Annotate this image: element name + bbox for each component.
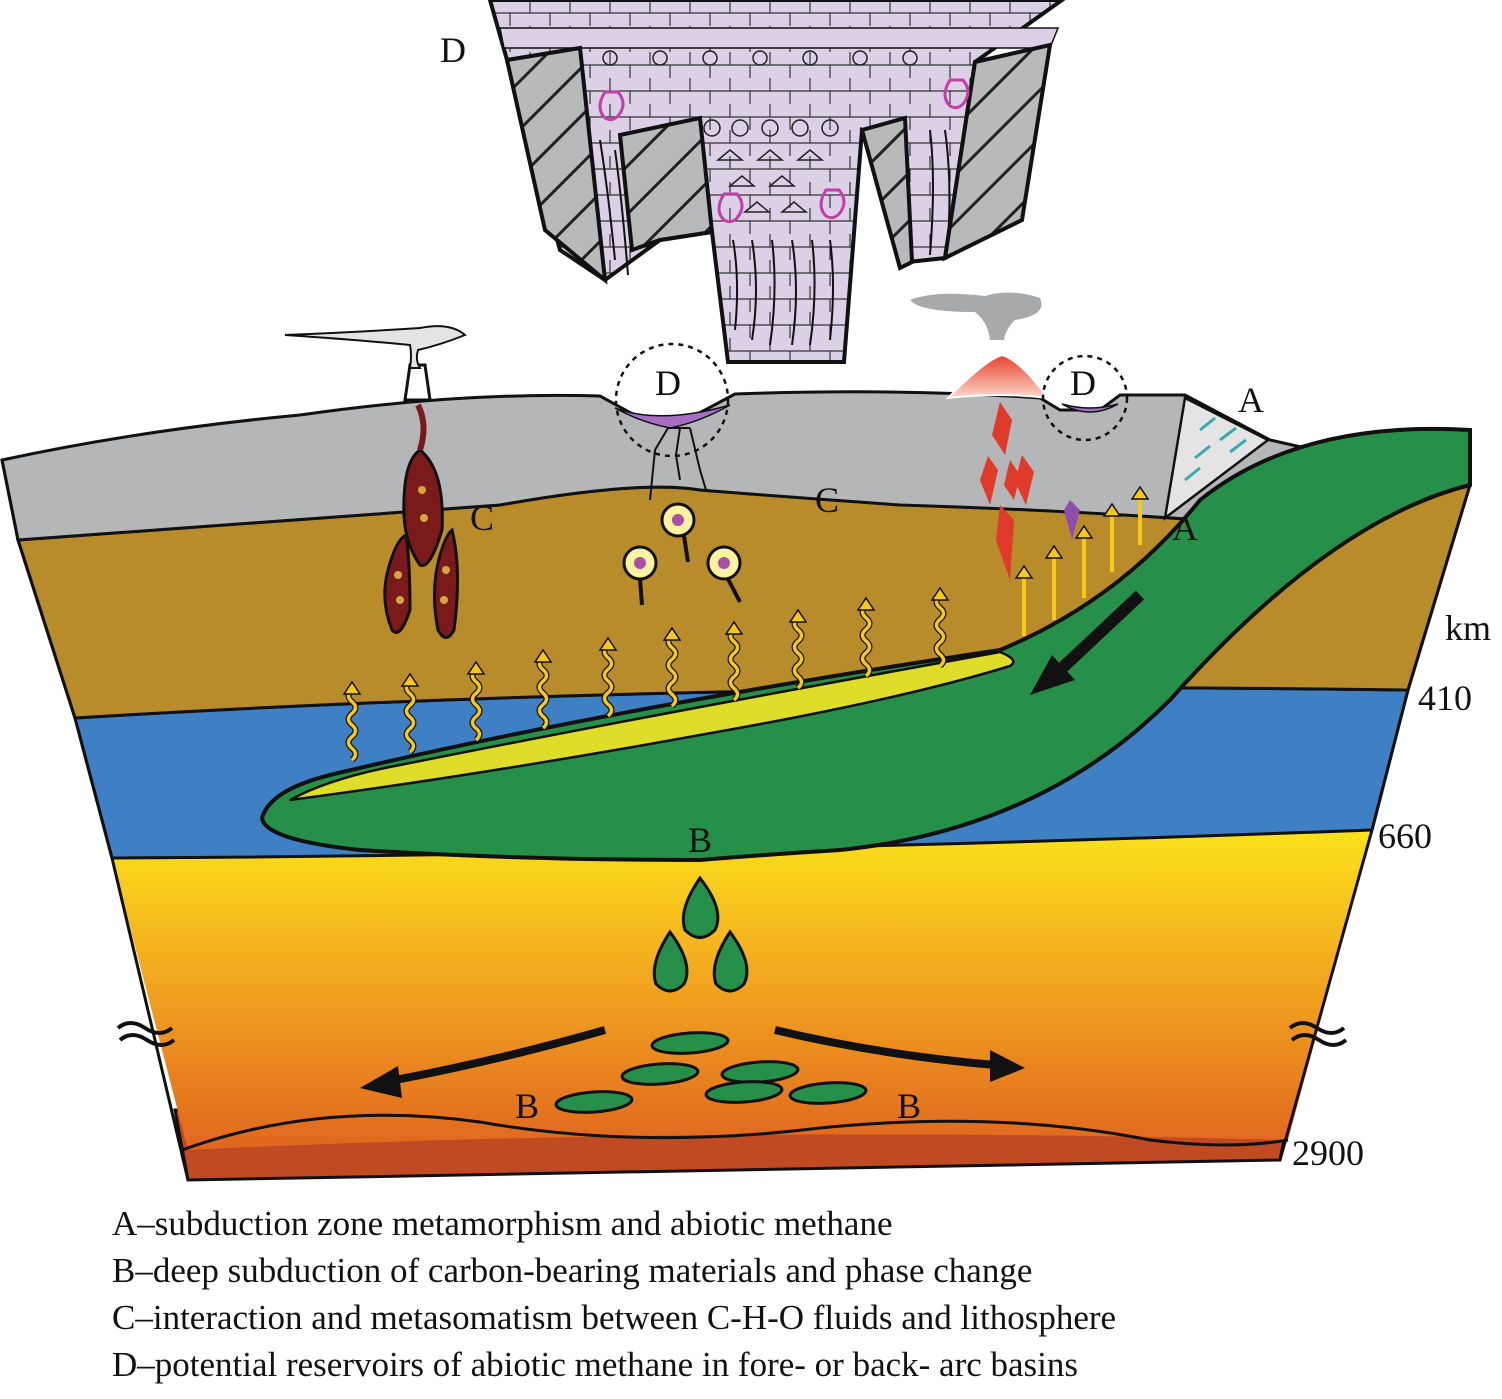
diagram-labels: D D D A A C C B B B km 410 660 2900 bbox=[440, 30, 1491, 1173]
label-a-top: A bbox=[1238, 380, 1264, 420]
label-c-left: C bbox=[470, 498, 494, 538]
dehydration-arrow-head bbox=[1074, 524, 1094, 539]
fault-block-3 bbox=[859, 115, 915, 271]
fluid-arrow-head bbox=[533, 648, 553, 663]
fluid-arrow bbox=[470, 668, 482, 742]
break-marks bbox=[116, 1021, 1348, 1047]
label-b-left: B bbox=[515, 1086, 539, 1126]
depth-tick-410: 410 bbox=[1418, 678, 1472, 718]
small-purple-pod bbox=[1064, 500, 1080, 540]
dehydration-arrow-head bbox=[1102, 502, 1122, 517]
slab-dehydration-arrows bbox=[1014, 485, 1150, 636]
fluid-arrow-head bbox=[856, 596, 876, 611]
legend-item-d: D–potential reservoirs of abiotic methan… bbox=[112, 1345, 1079, 1384]
accretionary-wedge bbox=[1163, 396, 1271, 521]
legend-item-b: B–deep subduction of carbon-bearing mate… bbox=[112, 1251, 1033, 1290]
fluid-arrow-head bbox=[724, 620, 744, 635]
d-circle-right bbox=[1041, 354, 1129, 442]
lateral-spread-arrows bbox=[394, 1026, 996, 1084]
fluid-arrow bbox=[666, 634, 678, 708]
depth-tick-660: 660 bbox=[1378, 816, 1432, 856]
label-d-right: D bbox=[1070, 363, 1096, 403]
fluid-arrow-head bbox=[930, 586, 950, 601]
fault-block-4 bbox=[942, 42, 1053, 262]
xenolith-inclusions bbox=[394, 486, 450, 604]
label-a-side: A bbox=[1172, 508, 1198, 548]
fluid-arrow bbox=[404, 680, 416, 754]
carbon-lenses bbox=[554, 1031, 868, 1114]
slab-motion-arrow bbox=[1030, 590, 1145, 695]
depth-unit: km bbox=[1445, 608, 1491, 648]
fluid-arrow bbox=[537, 656, 549, 730]
fluid-arrow-head bbox=[466, 660, 486, 675]
slab-yellow-layer bbox=[289, 650, 1015, 802]
legend: A–subduction zone metamorphism and abiot… bbox=[112, 1200, 1492, 1388]
label-b-right: B bbox=[897, 1086, 921, 1126]
cross-section bbox=[0, 292, 1473, 1182]
fluid-arrow bbox=[602, 644, 614, 718]
fluid-arrow-head bbox=[342, 680, 362, 695]
methane-bubbles bbox=[622, 502, 742, 606]
carbon-droplets bbox=[652, 875, 749, 993]
fluid-arrow-head bbox=[400, 672, 420, 687]
label-c-mid: C bbox=[815, 480, 839, 520]
fluid-arrow bbox=[346, 688, 358, 762]
fluid-arrow bbox=[728, 628, 740, 702]
fluid-arrow-head bbox=[788, 608, 808, 623]
sediment-symbols bbox=[602, 50, 918, 213]
basin-inset bbox=[487, 0, 1066, 364]
magma-pods bbox=[980, 402, 1034, 580]
label-d-left: D bbox=[655, 363, 681, 403]
label-d-inset: D bbox=[440, 30, 466, 70]
mantle-xenoliths bbox=[383, 448, 460, 639]
volcano-icon bbox=[910, 292, 1051, 400]
fluid-arrow-head bbox=[598, 636, 618, 651]
core-mantle-boundary-line bbox=[181, 1113, 1289, 1152]
fault-block-1 bbox=[504, 45, 608, 285]
dehydration-arrow-head bbox=[1014, 564, 1034, 579]
fault-block-2 bbox=[617, 115, 715, 253]
fluid-arrows-color bbox=[342, 586, 950, 763]
dehydration-arrow-head bbox=[1044, 544, 1064, 559]
dehydration-arrow-head bbox=[1130, 485, 1150, 500]
methane-seeps bbox=[598, 78, 970, 224]
drilling-rig-icon bbox=[284, 325, 467, 402]
d-circle-left bbox=[614, 342, 730, 458]
wedge-fracture-marks bbox=[1184, 416, 1247, 482]
legend-item-c: C–interaction and metasomatism between C… bbox=[112, 1298, 1117, 1337]
back-arc-basin-right bbox=[1061, 403, 1119, 413]
fluid-arrow-head bbox=[662, 626, 682, 641]
depth-tick-2900: 2900 bbox=[1292, 1133, 1364, 1173]
fluid-arrow bbox=[792, 616, 804, 690]
legend-item-a: A–subduction zone metamorphism and abiot… bbox=[112, 1204, 893, 1243]
fluid-arrow bbox=[934, 594, 946, 668]
fluid-arrow bbox=[860, 604, 872, 678]
fracture-streaks bbox=[599, 129, 951, 346]
label-b-slab: B bbox=[688, 820, 712, 860]
